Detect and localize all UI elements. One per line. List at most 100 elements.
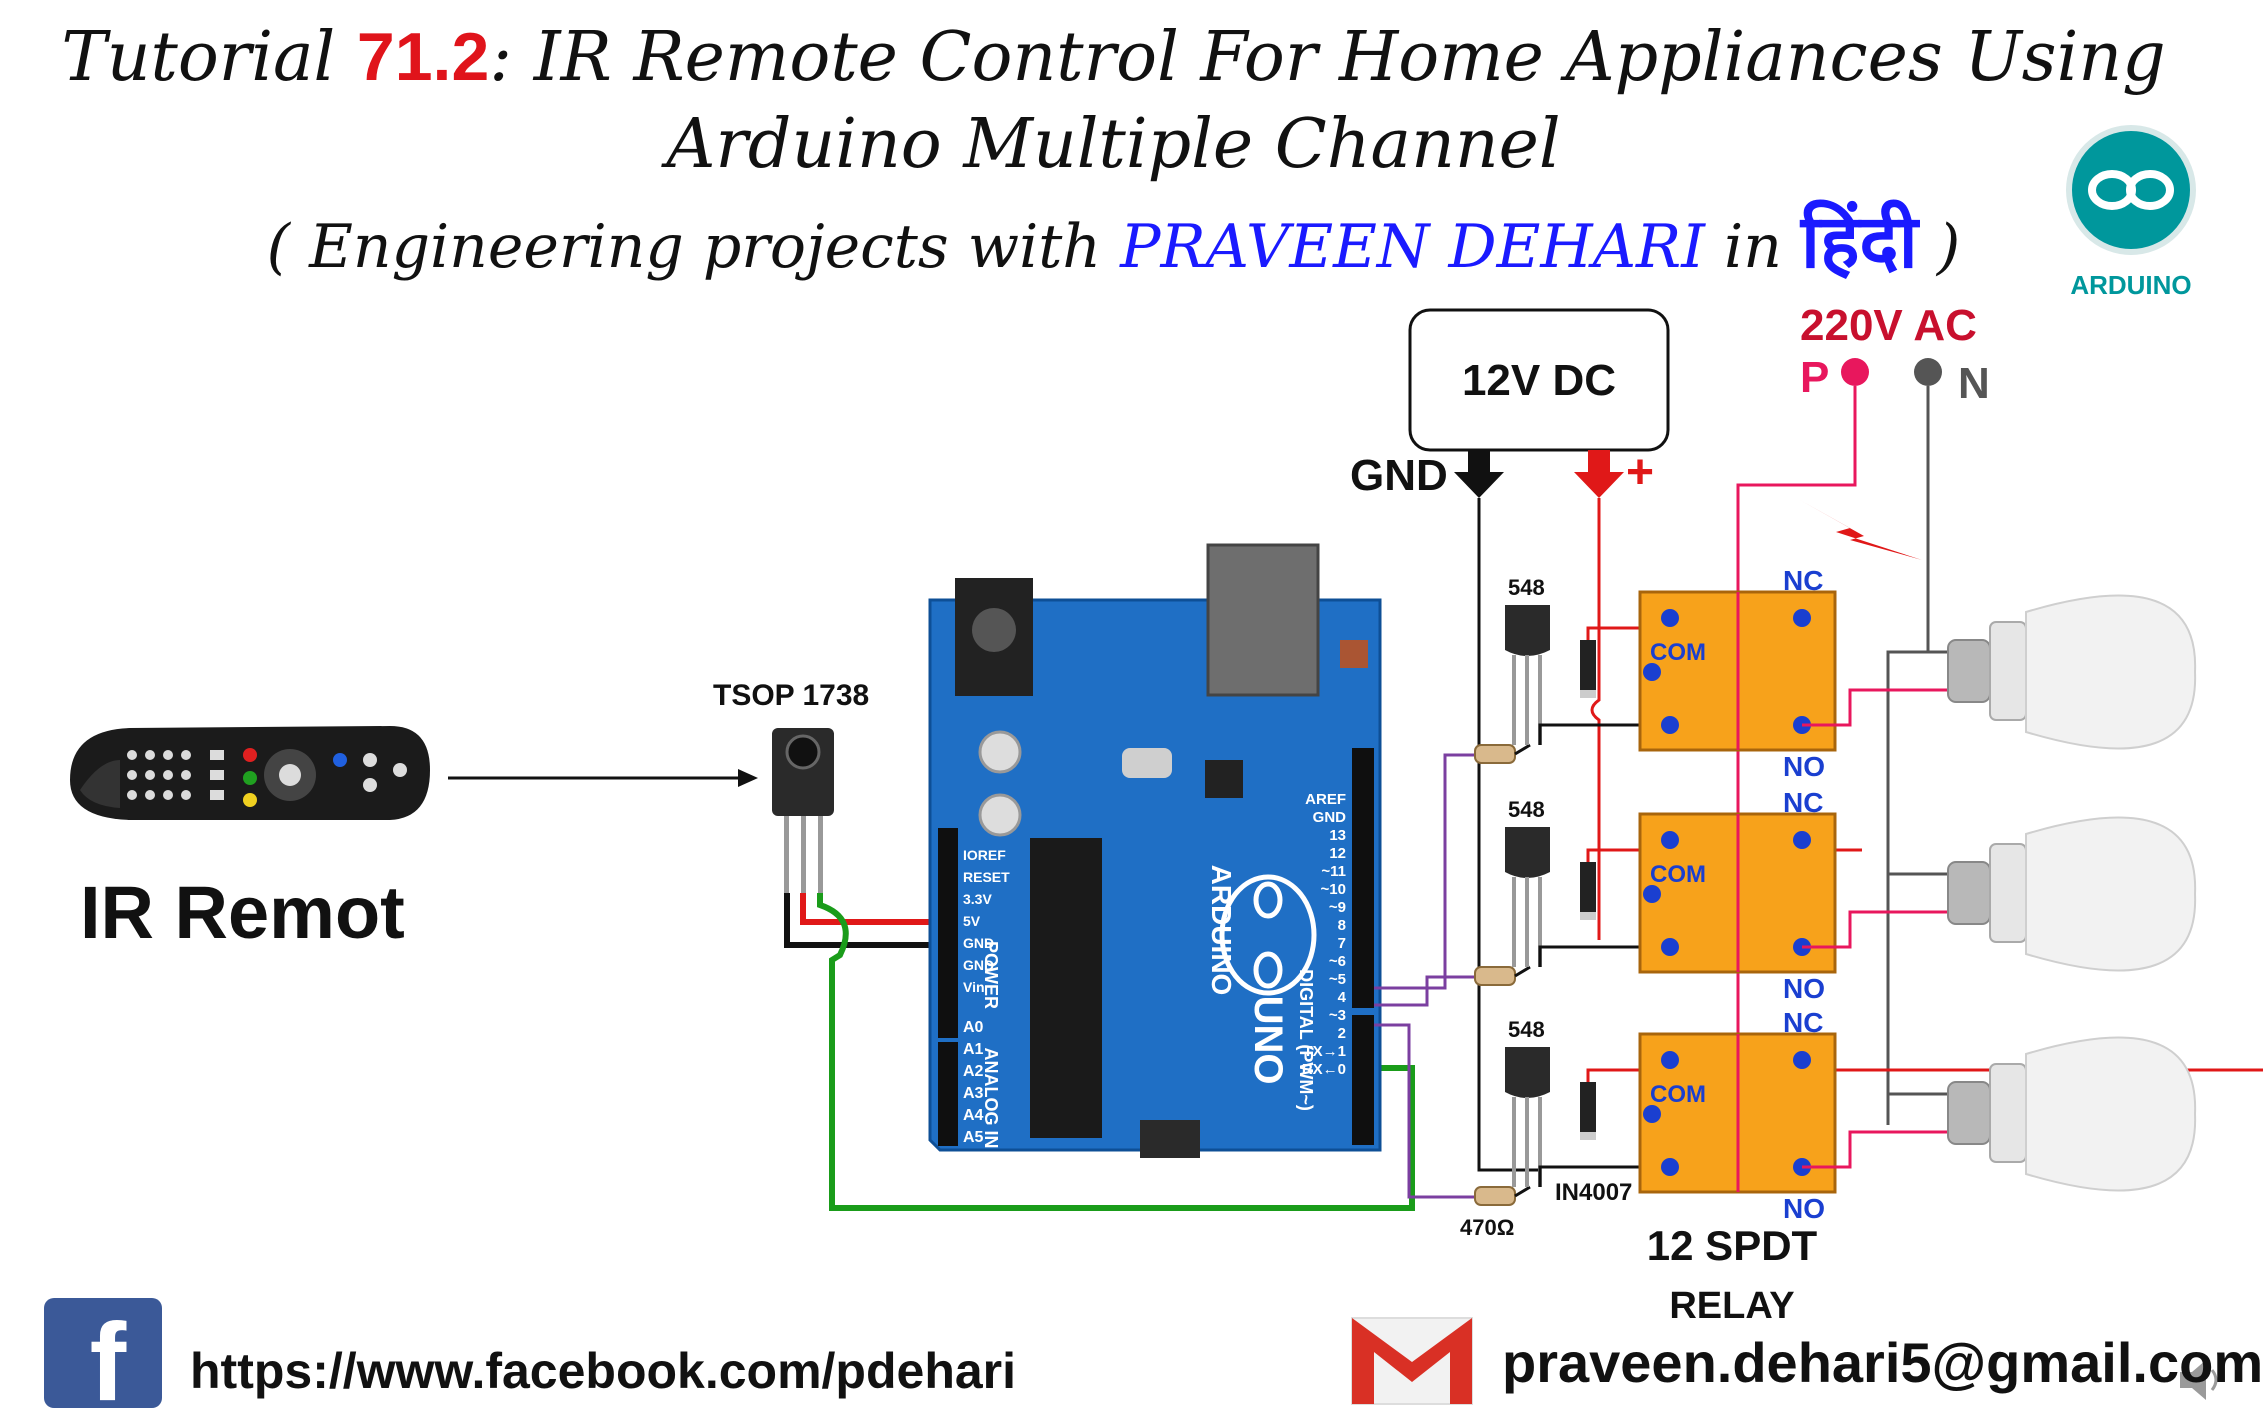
digital-pin-label: TX→1 [1303, 1043, 1346, 1060]
relay-terminal [1661, 716, 1679, 734]
collector-wire [1538, 723, 1640, 745]
digital-pin-label: 2 [1338, 1025, 1346, 1042]
relay-terminal [1661, 1158, 1679, 1176]
analog-pin-label: A2 [963, 1063, 984, 1080]
ac-label: 220V AC [1800, 301, 1977, 350]
title-prefix: Tutorial [61, 18, 357, 97]
no-label: NO [1783, 973, 1825, 1004]
ir-remote-label: IR Remot [80, 871, 405, 954]
vcc-bus [1590, 498, 1601, 940]
no-label: NO [1783, 1193, 1825, 1224]
dc-supply-label: 12V DC [1462, 356, 1616, 405]
diode [1580, 862, 1596, 920]
power-pin-label: IOREF [963, 847, 1006, 863]
com-label: COM [1650, 639, 1706, 666]
light-bulb-icon [1947, 816, 2197, 972]
facebook-url[interactable]: https://www.facebook.com/pdehari [190, 1343, 1017, 1399]
digital-label: DIGITAL (PWM~) [1296, 969, 1316, 1111]
uno-logo [1219, 874, 1317, 996]
title-line-2: Arduino Multiple Channel [666, 105, 1561, 184]
diode-band [1580, 912, 1596, 920]
relay-terminal [1793, 609, 1811, 627]
email-address[interactable]: praveen.dehari5@gmail.com [1502, 1331, 2263, 1394]
arduino-logo-label: ARDUINO [2070, 270, 2191, 300]
diode-band [1580, 690, 1596, 698]
diode [1580, 1082, 1596, 1140]
power-pin-label: 5V [963, 913, 981, 929]
digital-header-1 [1352, 748, 1374, 1008]
subtitle-close: ) [1917, 212, 1961, 282]
digital-pin-label: GND [1313, 809, 1347, 826]
com-label: COM [1650, 861, 1706, 888]
transistor-bc548 [1505, 1047, 1550, 1098]
analog-header [938, 1042, 958, 1146]
diode-label: IN4007 [1555, 1179, 1632, 1206]
analog-label: ANALOG IN [981, 1048, 1001, 1149]
phase-label: P [1800, 353, 1829, 402]
lightning-icon [1800, 500, 1922, 560]
relay-terminal [1661, 938, 1679, 956]
capacitor-2 [978, 793, 1022, 837]
digital-pin-label: 8 [1338, 917, 1346, 934]
bulb-phase-wire [1802, 1130, 1948, 1169]
svg-text:f: f [90, 1301, 127, 1420]
phase-terminal [1841, 358, 1869, 386]
hindi-word: हिंदी [1800, 199, 1918, 285]
resistor [1474, 1186, 1516, 1206]
relay-terminal [1661, 609, 1679, 627]
analog-pin-label: A1 [963, 1041, 984, 1058]
no-label: NO [1783, 751, 1825, 782]
nc-label: NC [1783, 1007, 1823, 1038]
digital-pin-label: RX←0 [1302, 1061, 1346, 1078]
resistor-lead [1514, 743, 1531, 756]
relay-terminal [1793, 1051, 1811, 1069]
icsp-header [1140, 1120, 1200, 1158]
tsop-vcc-wire [800, 893, 940, 925]
signal-wire [1374, 975, 1475, 1007]
ir-arrow-head [738, 769, 758, 787]
relay-terminal [1643, 885, 1661, 903]
subtitle-in: in [1704, 212, 1801, 282]
gmail-icon [1351, 1317, 1473, 1405]
title-suffix: : IR Remote Control For Home Appliances … [489, 18, 2166, 97]
digital-pin-label: 4 [1338, 989, 1347, 1006]
digital-pin-label: ~3 [1329, 1007, 1346, 1024]
signal-wire [1374, 753, 1475, 990]
usb-chip [1205, 760, 1243, 798]
plus-label: + [1626, 446, 1654, 499]
board-brand: ARDUINO [1206, 865, 1237, 996]
speaker-icon [2180, 1360, 2218, 1400]
arduino-logo: ARDUINO [2066, 125, 2196, 300]
power-pin-label: RESET [963, 869, 1010, 885]
tsop-signal-wire [817, 893, 1415, 1211]
relay-terminal [1661, 1051, 1679, 1069]
digital-header-2 [1352, 1015, 1374, 1145]
power-pin-label: GND [963, 935, 994, 951]
collector-wire [1538, 1165, 1640, 1187]
title-line-3: ( Engineering projects with PRAVEEN DEHA… [0, 188, 2227, 289]
arduino-uno-board: ARDUINO UNO POWER ANALOG IN DIGITAL (PWM… [928, 543, 1382, 1158]
relay-label-2: RELAY [1669, 1285, 1794, 1327]
bulb-phase-wire [1802, 910, 1948, 949]
resistor-label: 470Ω [1460, 1215, 1514, 1240]
tsop-gnd-wire [784, 893, 940, 948]
signal-wire [1374, 1023, 1475, 1199]
light-bulb-icon [1947, 1036, 2197, 1192]
resistor-lead [1514, 1185, 1531, 1198]
digital-pin-label: 7 [1338, 935, 1346, 952]
light-bulb-icon [1947, 594, 2197, 750]
digital-pin-label: 12 [1329, 845, 1346, 862]
gnd-bus [1477, 498, 1540, 1172]
facebook-icon: f [44, 1298, 162, 1420]
dc-supply-box [1408, 308, 1670, 452]
crystal [1122, 748, 1172, 778]
power-label: POWER [981, 941, 1001, 1009]
phase-wire [1736, 386, 1857, 1080]
